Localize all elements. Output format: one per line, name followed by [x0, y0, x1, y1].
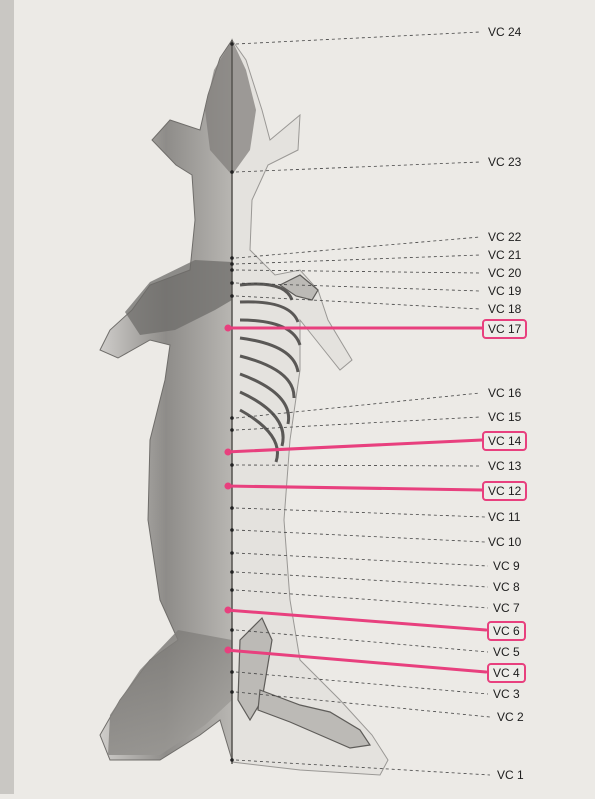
label-vc3: VC 3: [493, 687, 520, 701]
label-vc5: VC 5: [493, 645, 520, 659]
spine-point-vc8: [230, 570, 234, 574]
label-vc11: VC 11: [488, 510, 520, 524]
label-vc14: VC 14: [482, 431, 527, 451]
label-vc20: VC 20: [488, 266, 521, 280]
label-vc21: VC 21: [488, 248, 521, 262]
spine-point-vc15: [230, 428, 234, 432]
spine-point-vc22: [230, 256, 234, 260]
page-edge-shadow: [0, 0, 14, 794]
label-vc12: VC 12: [482, 481, 527, 501]
spine-point-vc23: [230, 170, 234, 174]
spine-point-vc21: [230, 262, 234, 266]
leader-line-vc21: [236, 255, 480, 264]
spine-point-vc16: [230, 416, 234, 420]
spine-point-vc13: [230, 463, 234, 467]
label-vc18: VC 18: [488, 302, 521, 316]
label-vc4: VC 4: [487, 663, 526, 683]
spine-point-vc3: [230, 670, 234, 674]
spine-point-vc2: [230, 690, 234, 694]
spine-point-vc1: [230, 758, 234, 762]
spine-point-vc18: [230, 294, 234, 298]
label-vc2: VC 2: [497, 710, 524, 724]
label-vc16: VC 16: [488, 386, 521, 400]
spine-point-vc5: [230, 628, 234, 632]
leader-line-vc22: [236, 237, 480, 258]
label-vc15: VC 15: [488, 410, 521, 424]
label-vc7: VC 7: [493, 601, 520, 615]
label-vc9: VC 9: [493, 559, 520, 573]
label-vc10: VC 10: [488, 535, 521, 549]
spine-point-vc24: [230, 42, 234, 46]
hindleg-muscle: [108, 630, 232, 755]
label-vc8: VC 8: [493, 580, 520, 594]
leader-line-vc24: [236, 32, 480, 44]
spine-point-vc20: [230, 268, 234, 272]
label-vc23: VC 23: [488, 155, 521, 169]
label-vc6: VC 6: [487, 621, 526, 641]
spine-point-vc19: [230, 281, 234, 285]
spine-point-vc7: [230, 588, 234, 592]
label-vc24: VC 24: [488, 25, 521, 39]
label-vc22: VC 22: [488, 230, 521, 244]
spine-point-vc9: [230, 551, 234, 555]
label-vc1: VC 1: [497, 768, 524, 782]
label-vc13: VC 13: [488, 459, 521, 473]
label-vc17: VC 17: [482, 319, 527, 339]
spine-point-vc10: [230, 528, 234, 532]
spine-point-vc11: [230, 506, 234, 510]
leader-line-vc23: [236, 162, 480, 172]
label-vc19: VC 19: [488, 284, 521, 298]
